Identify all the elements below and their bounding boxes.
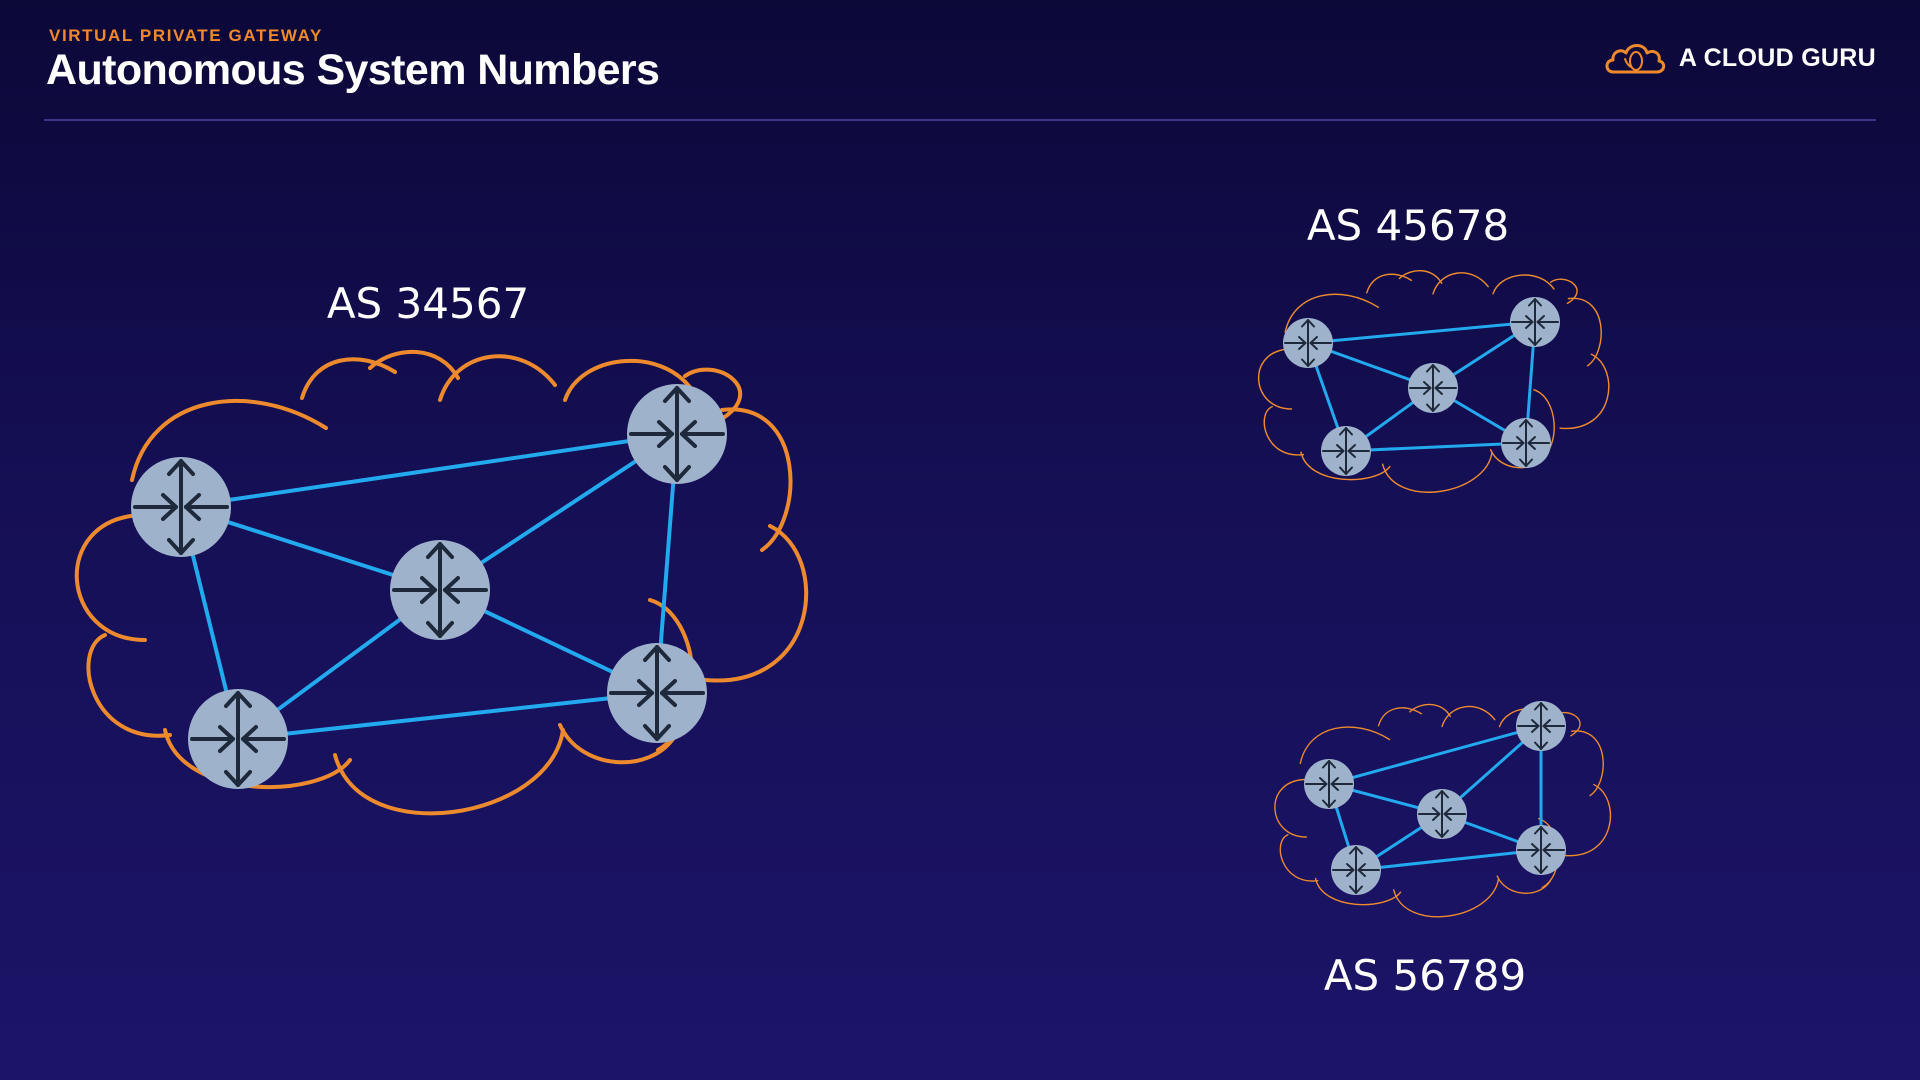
as-45678-label: AS 45678: [1307, 201, 1509, 250]
as-34567-label: AS 34567: [327, 279, 529, 328]
cloud-logo-icon: [1605, 44, 1666, 74]
router-icon: [1303, 758, 1355, 810]
router-icon: [1407, 362, 1459, 414]
router-icon: [1509, 296, 1561, 348]
as-56789-group: AS 56789: [1274, 700, 1612, 1000]
router-icon: [186, 687, 290, 791]
network-link: [1306, 320, 1537, 345]
network-link: [236, 691, 659, 741]
network-link: [1327, 724, 1543, 786]
router-icon: [1416, 788, 1468, 840]
router-icon: [1330, 844, 1382, 896]
router-icon: [1500, 417, 1552, 469]
router-icon: [1282, 317, 1334, 369]
as-56789-routers: [1303, 700, 1567, 896]
router-icon: [388, 538, 492, 642]
router-icon: [605, 641, 709, 745]
as-34567-routers: [129, 382, 729, 791]
network-link: [179, 432, 679, 509]
network-link: [1344, 441, 1528, 453]
router-icon: [1320, 425, 1372, 477]
router-icon: [625, 382, 729, 486]
as-56789-label: AS 56789: [1324, 951, 1526, 1000]
section-eyebrow: VIRTUAL PRIVATE GATEWAY: [49, 26, 323, 45]
router-icon: [1515, 824, 1567, 876]
header-divider: [44, 119, 1876, 121]
as-45678-cloud: [1257, 270, 1610, 493]
router-icon: [1515, 700, 1567, 752]
brand-logo: A CLOUD GURU: [1603, 38, 1876, 78]
network-link: [1354, 848, 1543, 872]
as-45678-group: AS 45678: [1257, 201, 1610, 493]
router-icon: [129, 455, 233, 559]
as-34567-group: AS 34567: [74, 279, 809, 816]
brand-name: A CLOUD GURU: [1678, 43, 1876, 72]
slide-title: Autonomous System Numbers: [46, 46, 660, 94]
